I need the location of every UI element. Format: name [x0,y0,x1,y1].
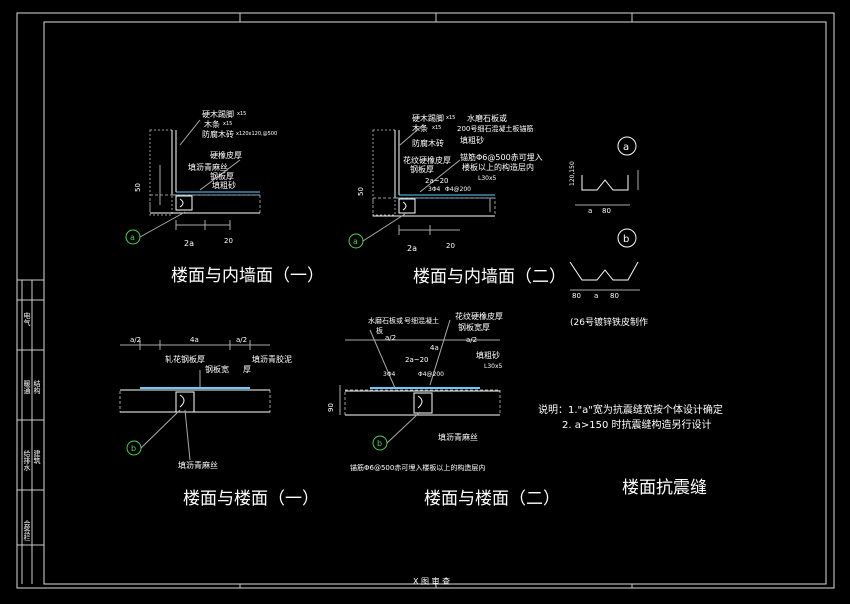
profile-caption: (26号镀锌铁皮制作 [570,316,648,328]
title-detail-1: 楼面与内墙面（一） [171,266,324,286]
detail-2-label-8: 钢板厚 [410,164,434,174]
detail-4-dim-a2-left: a/2 [385,334,396,342]
detail-1-label-2: 木条 [204,119,220,129]
detail-3-dim-4a: 4a [190,336,199,344]
profile-b-bot-2: a [594,292,598,300]
profile-a-bot-1: a [588,207,592,215]
title-seismic-joint: 楼面抗震缝 [622,478,707,498]
detail-3-label-4: 填沥青麻丝 [178,460,218,470]
detail-4-spec-3: Φ4@200 [418,371,444,378]
tb-architecture: 建筑 [33,449,41,465]
profile-a-drawing [575,136,639,206]
detail-4-spec-1: 2a~20 [405,356,429,364]
detail-2-spec-1: 2a~20 [425,177,449,185]
profile-a-dim: 120,150 [569,161,576,186]
detail-3-drawing [119,340,271,461]
detail-4-label-2: 花纹硬橡皮厚 [455,311,503,321]
detail-2-label-7: 花纹硬橡皮厚 [403,155,451,165]
detail-1-dim-20: 20 [224,237,233,245]
detail-3-dim-a2-left: a/2 [130,336,141,344]
detail-4-label-1b: 号细混凝土 [404,316,439,325]
detail-2-spec-3: Φ4@200 [445,186,471,193]
detail-4-spec-2: 3Φ4 [383,371,396,378]
profile-b-bot-1: 80 [572,292,581,300]
detail-2-label-1-spec: x15 [446,115,455,121]
detail-1-label-3-spec: x120x120,@500 [236,131,277,137]
detail-2-dim-20: 20 [446,242,455,250]
detail-1-label-4: 硬橡皮厚 [210,150,242,160]
detail-1-label-2-spec: x15 [223,121,232,127]
detail-4-label-4: 填粗砂 [476,350,500,360]
note-2: 2. a>150 时抗震缝构造另行设计 [562,418,712,431]
tb-bottom-review: X 图 审 查 [413,576,450,586]
detail-3-label-3: 钢板宽 [205,364,229,374]
detail-2-marker: a [353,237,358,246]
title-block-grid [17,279,44,584]
profile-a-label: a [623,142,629,153]
inner-border [43,21,827,585]
detail-4-label-6: 锚筋Φ6@500赤可埋入楼板以上的构造层内 [350,463,485,472]
title-detail-3: 楼面与楼面（一） [183,489,319,509]
tb-electrical: 电气 [23,311,31,326]
detail-4-dim-a2-right: a/2 [466,336,477,344]
note-1: 说明：1."a"宽为抗震缝宽按个体设计确定 [538,403,723,416]
detail-4-label-3: 钢板宽厚 [458,322,490,332]
detail-2-label-4: 200号细石混凝土板锚筋 [457,124,533,133]
detail-4-dim-90: 90 [327,403,335,412]
profile-b-label: b [623,234,629,245]
detail-2-label-2: 木条 [412,123,428,133]
tb-structure: 结构 [33,379,41,395]
detail-2-dim-50: 50 [357,187,365,196]
detail-1-dim-2a: 2a [184,239,194,248]
title-detail-2: 楼面与内墙面（二） [413,267,566,287]
detail-2-label-2-spec: x15 [432,125,441,131]
tb-signoff: 会签栏 [23,519,31,542]
detail-4-marker: b [377,439,382,448]
detail-1-label-3: 防腐木砖 [202,129,234,139]
detail-2-drawing [348,124,496,249]
detail-1-dim-50: 50 [134,183,142,192]
detail-1-marker: a [130,233,135,242]
detail-2-spec-4: L30x5 [478,175,497,182]
detail-2-label-5: 填粗砂 [460,135,484,145]
detail-3-label-2: 填沥青胶泥 [252,354,292,364]
detail-3-dim-a2-right: a/2 [236,336,247,344]
detail-2-label-1: 硬木踢脚 [412,113,444,123]
detail-2-label-10: 楼板以上的构造层内 [462,162,534,172]
profile-b-bot-3: 80 [610,292,619,300]
detail-1-label-1: 硬木踢脚 [202,109,234,119]
detail-3-label-1: 轧花钢板厚 [165,354,205,364]
detail-1-label-6: 钢板厚 [210,171,234,181]
title-detail-4: 楼面与楼面（二） [424,489,560,509]
detail-1-label-1-spec: x15 [237,111,246,117]
detail-4-spec-4: L30x5 [484,363,503,370]
detail-2-dim-2a: 2a [407,244,417,253]
detail-4-dim-4a: 4a [430,344,439,352]
profile-a-bot-2: 80 [602,207,611,215]
detail-3-label-3-spec: 厚 [243,365,251,374]
detail-4-drawing [339,319,501,451]
profile-b-drawing [569,228,640,291]
detail-2-label-6: 防腐木砖 [412,138,444,148]
detail-1-drawing [125,119,261,245]
detail-4-label-5: 填沥青麻丝 [438,432,478,442]
detail-2-label-9: 锚筋Φ6@500赤可埋入 [460,152,543,162]
detail-4-label-1c: 板 [376,326,383,335]
tb-plumbing: 给排水 [23,449,31,471]
detail-4-label-1: 水磨石板或 [368,316,403,325]
detail-2-spec-2: 3Φ4 [428,186,441,193]
detail-1-label-7: 填粗砂 [212,180,236,190]
detail-3-marker: b [131,444,136,453]
detail-1-label-5: 填沥青麻丝 [188,162,228,172]
detail-2-label-3: 水磨石板或 [467,113,507,123]
tb-hvac: 暖通 [23,380,31,395]
